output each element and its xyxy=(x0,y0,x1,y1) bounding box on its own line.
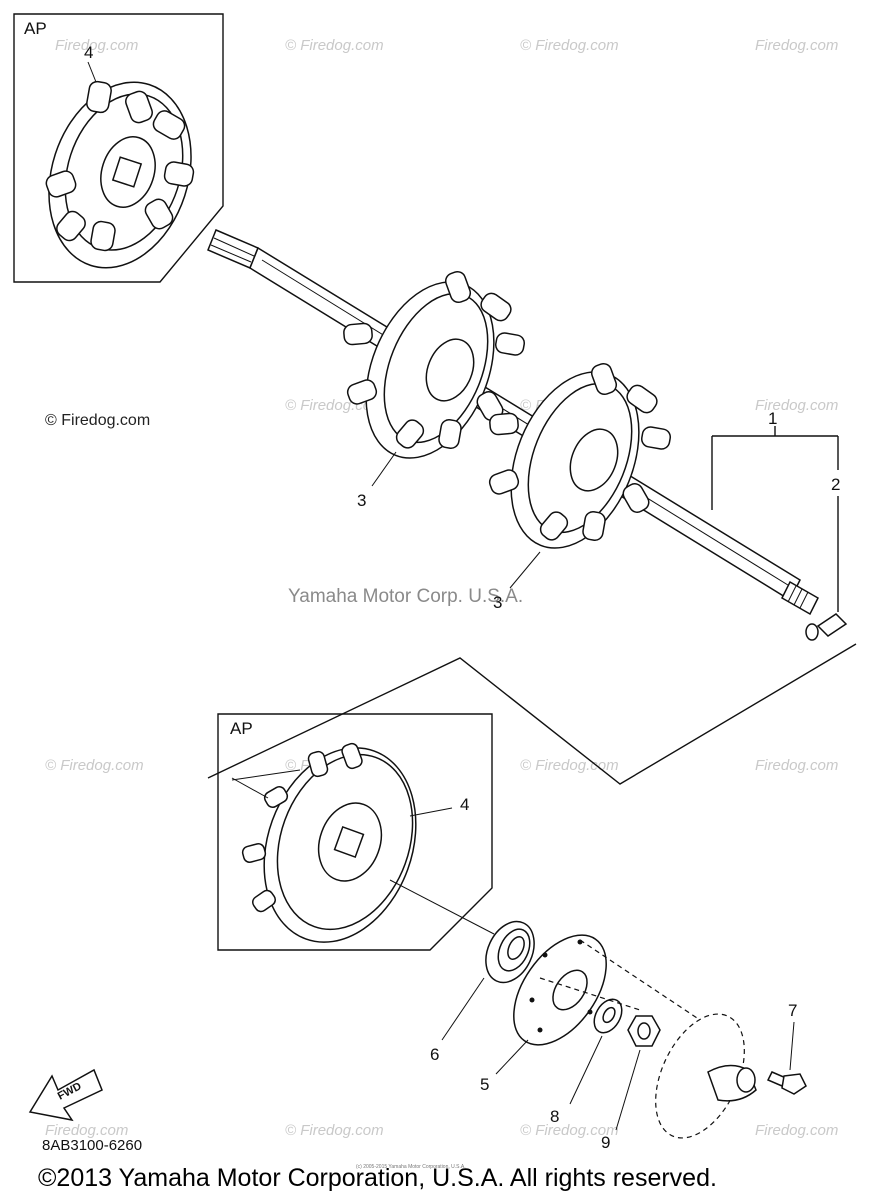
leader-line xyxy=(789,1021,795,1071)
sprocket-right xyxy=(488,362,672,549)
assembly-guide-line xyxy=(207,643,857,785)
bracket-1-2 xyxy=(711,426,839,612)
callout-5: 5 xyxy=(480,1075,489,1094)
callout-3: 3 xyxy=(493,593,502,612)
callout-8: 8 xyxy=(550,1107,559,1126)
watermark: © Firedog.com xyxy=(45,757,144,774)
callout-9: 9 xyxy=(601,1133,610,1152)
hex-nut xyxy=(627,1015,661,1047)
inset-frame xyxy=(13,13,224,283)
guide-line xyxy=(579,939,701,1021)
sprocket-left xyxy=(343,270,526,459)
inset-bottom: AP 4 xyxy=(217,713,495,951)
leader-line xyxy=(87,61,97,83)
callout-4: 4 xyxy=(84,43,93,62)
washer xyxy=(593,998,623,1034)
watermark: © Firedog.com xyxy=(520,757,619,774)
leader-line xyxy=(409,807,453,817)
leader-line xyxy=(441,977,485,1041)
watermark: Firedog.com xyxy=(755,757,838,774)
watermark: Firedog.com xyxy=(55,37,138,54)
copyright-text: ©2013 Yamaha Motor Corporation, U.S.A. A… xyxy=(38,1164,717,1192)
sprocket-inset-drawing xyxy=(45,80,195,269)
watermark: Firedog.com xyxy=(755,1122,838,1139)
leader-line xyxy=(569,1035,603,1105)
callout-6: 6 xyxy=(430,1045,439,1064)
fine-print: (c) 2005-2015 Yamaha Motor Corporation, … xyxy=(356,1164,466,1170)
wheel-inset-drawing xyxy=(241,742,417,943)
bolt xyxy=(766,1071,807,1095)
inset-frame xyxy=(217,713,493,951)
watermark: Firedog.com xyxy=(755,397,838,414)
callout-2: 2 xyxy=(831,475,840,494)
fwd-arrow-icon: FWD xyxy=(28,1068,103,1122)
leader-line xyxy=(615,1049,641,1131)
watermark: Firedog.com xyxy=(755,37,838,54)
leader-line xyxy=(231,769,301,799)
callout-3: 3 xyxy=(357,491,366,510)
leader-line xyxy=(495,1039,529,1075)
leader-line xyxy=(371,451,397,487)
inset-top: AP 4 xyxy=(13,13,224,283)
watermark: © Firedog.com xyxy=(285,37,384,54)
diagram-code: 8AB3100-6260 xyxy=(42,1137,142,1154)
leader-line xyxy=(389,879,495,935)
callout-4: 4 xyxy=(460,795,469,814)
hub-housing xyxy=(655,1013,757,1139)
watermark: © Firedog.com xyxy=(520,37,619,54)
inset-label: AP xyxy=(24,19,47,38)
bearing xyxy=(485,920,535,984)
watermark-yamaha: Yamaha Motor Corp. U.S.A. xyxy=(288,586,523,607)
watermark-dark: © Firedog.com xyxy=(45,412,150,429)
watermark: © Firedog.com xyxy=(285,1122,384,1139)
watermark: Firedog.com xyxy=(45,1122,128,1139)
inset-label: AP xyxy=(230,719,253,738)
leader-line xyxy=(509,551,541,589)
callout-1: 1 xyxy=(768,409,777,428)
callout-7: 7 xyxy=(788,1001,797,1020)
watermark: © Firedog.com xyxy=(520,1122,619,1139)
